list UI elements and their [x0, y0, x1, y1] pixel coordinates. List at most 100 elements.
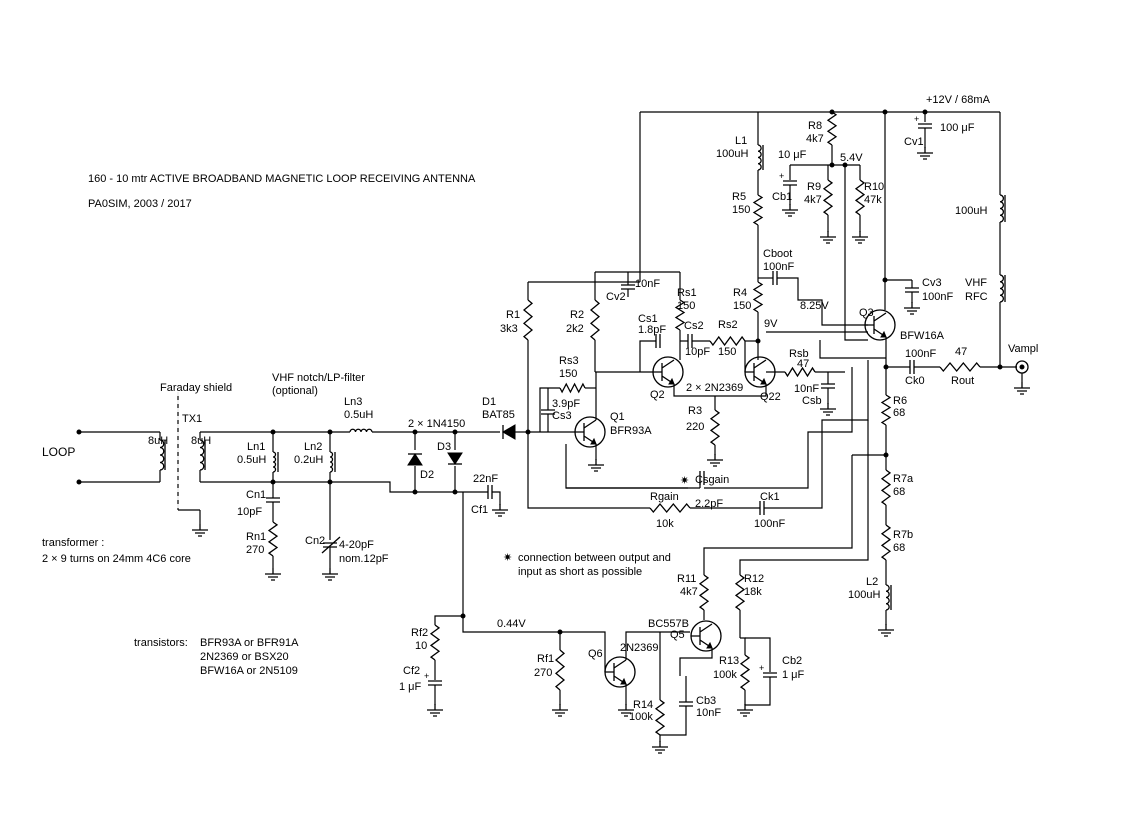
- asterisk-note-2: input as short as possible: [518, 566, 642, 578]
- tx1-primary: [159, 439, 165, 471]
- cf1-value: 22nF: [473, 473, 498, 485]
- ground-icon: [917, 147, 933, 160]
- junction-dot: [327, 479, 333, 485]
- rf1-resistor: [554, 649, 566, 691]
- wire: [679, 648, 713, 676]
- tx1-label: TX1: [182, 413, 202, 425]
- supply-label: +12V / 68mA: [926, 94, 991, 106]
- rs2-label: Rs2: [718, 319, 738, 331]
- d2-label: D2: [420, 469, 434, 481]
- rs1-label: Rs1: [677, 287, 697, 299]
- csb-capacitor: [821, 383, 835, 389]
- rn1-value: 270: [246, 544, 264, 556]
- ground-icon: [737, 704, 753, 717]
- r5-value: 150: [732, 204, 750, 216]
- ln3-value: 0.5uH: [344, 409, 373, 421]
- r7a-label: R7a: [893, 473, 914, 485]
- wire: [200, 481, 460, 493]
- emitter-arrow-icon: [620, 677, 627, 685]
- cs1-label: Cs1: [638, 313, 658, 325]
- ground-icon: [192, 524, 208, 537]
- r7b-value: 68: [893, 542, 905, 554]
- voltage-5v4: 5.4V: [840, 152, 863, 164]
- r12-value: 18k: [744, 586, 762, 598]
- l100-inductor: [999, 194, 1004, 223]
- transistor-leads: [865, 312, 887, 338]
- d3-label: D3: [437, 441, 451, 453]
- cb3-capacitor: [679, 701, 693, 707]
- rsb-value: 47: [797, 358, 809, 370]
- ck1-label: Ck1: [760, 491, 780, 503]
- ck1-value: 100nF: [754, 518, 785, 530]
- r12-resistor: [734, 574, 746, 611]
- q5-label: Q5: [670, 629, 685, 641]
- rout-resistor: [939, 361, 981, 373]
- r9-value: 4k7: [804, 194, 822, 206]
- l1-value: 100uH: [716, 148, 748, 160]
- cb3-label: Cb3: [696, 695, 716, 707]
- cboot-label: Cboot: [763, 248, 792, 260]
- cs3-value: 3.9pF: [552, 398, 580, 410]
- cv3-capacitor: [905, 287, 919, 293]
- q22-label: Q22: [760, 391, 781, 403]
- dual-diode-label: 2 × 1N4150: [408, 418, 465, 430]
- ck0-label: Ck0: [905, 375, 925, 387]
- cb1-value: 10 μF: [778, 149, 807, 161]
- l1-inductor: [757, 144, 762, 171]
- r7a-resistor: [880, 469, 892, 506]
- r6-resistor: [880, 394, 892, 426]
- rf2-value: 10: [415, 640, 427, 652]
- q6-value: 2N2369: [620, 642, 659, 654]
- ground-icon: [427, 704, 443, 717]
- wire: [434, 492, 464, 625]
- transistors-heading: transistors:: [134, 637, 188, 649]
- r14-resistor: [654, 699, 666, 736]
- wire: [745, 637, 771, 672]
- transistor-alt-1: BFR93A or BFR91A: [200, 637, 299, 649]
- rn1-resistor: [267, 521, 279, 557]
- ln3-inductor: [349, 428, 373, 433]
- r10-value: 47k: [864, 194, 882, 206]
- diagram-title: 160 - 10 mtr ACTIVE BROADBAND MAGNETIC L…: [88, 173, 476, 185]
- d1-diode: [502, 424, 516, 440]
- wire: [703, 455, 853, 575]
- l1-label: L1: [735, 135, 747, 147]
- transistor-leads: [653, 359, 675, 385]
- cn1-value: 10pF: [237, 506, 262, 518]
- ground-icon: [652, 741, 668, 754]
- ground-icon: [618, 704, 634, 717]
- wire: [819, 340, 886, 359]
- csgain-label: Csgain: [695, 474, 729, 486]
- r2-value: 2k2: [566, 323, 584, 335]
- cv2-value: 10nF: [635, 278, 660, 290]
- wire: [739, 420, 869, 575]
- rs3-label: Rs3: [559, 355, 579, 367]
- r4-label: R4: [733, 287, 747, 299]
- r13-resistor: [739, 654, 751, 691]
- loop-terminal-icon: [76, 479, 82, 485]
- dual-transistor-label: 2 × 2N2369: [686, 382, 743, 394]
- rsb-resistor: [784, 366, 816, 378]
- r4-resistor: [752, 281, 764, 313]
- r10-label: R10: [864, 181, 884, 193]
- rs2-resistor: [709, 335, 746, 347]
- wire: [777, 277, 868, 326]
- cf2-value: 1 μF: [399, 681, 422, 693]
- wire: [660, 706, 687, 736]
- r10-resistor: [854, 179, 866, 216]
- csb-value: 10nF: [794, 383, 819, 395]
- r2-label: R2: [570, 309, 584, 321]
- junction-dot: [882, 277, 888, 283]
- r14-value: 100k: [629, 711, 653, 723]
- csgain-capacitor: [699, 471, 705, 485]
- cn2-nominal: nom.12pF: [339, 553, 389, 565]
- q1-value: BFR93A: [610, 425, 652, 437]
- transformer-note-1: transformer :: [42, 537, 104, 549]
- rgain-value: 10k: [656, 518, 674, 530]
- l2-inductor: [885, 584, 890, 611]
- vhf-rfc-inductor: [999, 274, 1004, 303]
- r3-value: 220: [686, 421, 704, 433]
- junction-dot: [412, 489, 418, 495]
- r1-resistor: [522, 299, 534, 341]
